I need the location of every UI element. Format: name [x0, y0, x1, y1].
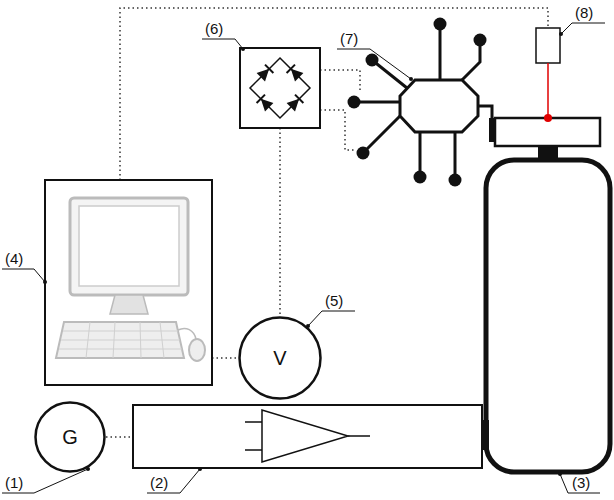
computer [110, 295, 148, 314]
amplifier [262, 410, 348, 462]
circuit-board [358, 101, 400, 104]
laser-sensor [536, 28, 560, 122]
vibration-container [538, 145, 558, 161]
callout-number: (5) [325, 292, 343, 309]
bridge-rectifier [295, 95, 303, 103]
amplifier [133, 405, 489, 468]
vibration-container [495, 118, 600, 146]
bridge-rectifier [257, 69, 270, 82]
circuit-board [414, 171, 427, 184]
laser-sensor [544, 114, 552, 122]
computer [45, 180, 212, 385]
leader-line [561, 23, 605, 34]
bridge-rectifier [265, 65, 273, 73]
signal-wire [212, 357, 238, 359]
computer [45, 180, 212, 385]
callout-number: (7) [340, 30, 358, 47]
circuit-board [439, 28, 442, 80]
leader-line [560, 474, 600, 493]
callout-number: (1) [5, 474, 23, 491]
bridge-rectifier [240, 48, 320, 128]
signal-wire [320, 70, 360, 90]
vibration-container [486, 160, 610, 472]
callout-number: (8) [575, 4, 593, 21]
computer [79, 206, 179, 286]
circuit-board [357, 147, 370, 160]
leader-dot [198, 467, 202, 471]
leader-line [2, 23, 605, 493]
circuit-board [348, 96, 361, 109]
leader-line [2, 469, 88, 493]
bridge-rectifier [287, 65, 295, 73]
circuit-board [366, 54, 379, 67]
computer [86, 322, 164, 358]
instrument-letter: G [62, 426, 78, 448]
laser-sensor [536, 28, 560, 63]
leader-line [308, 311, 355, 326]
circuit-board [454, 132, 457, 175]
bridge-rectifier [240, 48, 320, 128]
circuit-board [366, 116, 400, 150]
leader-line [202, 39, 243, 49]
meter-outline [240, 318, 321, 399]
leader-line [147, 469, 200, 493]
leader-dot [409, 77, 413, 81]
leader-line [337, 49, 411, 79]
circuit-board [372, 60, 407, 88]
bridge-rectifier [257, 95, 265, 103]
callout-number: (6) [205, 20, 223, 37]
callout-number: (4) [5, 250, 23, 267]
leader-dot [559, 32, 563, 36]
signal-wire [279, 128, 281, 316]
circuit-board [348, 18, 496, 187]
bridge-rectifier [291, 69, 304, 82]
signal-wire [120, 8, 548, 180]
callout-number: (2) [150, 474, 168, 491]
circuit-board [348, 18, 487, 187]
leader-dot [558, 472, 562, 476]
amplifier [245, 422, 370, 450]
meter-outline [36, 403, 105, 472]
signal-wire [320, 110, 355, 150]
computer [59, 331, 182, 349]
computer [70, 198, 188, 295]
bridge-rectifier [261, 99, 274, 112]
computer [56, 322, 184, 358]
leader-dot [43, 280, 47, 284]
circuit-board [474, 34, 487, 47]
circuit-board [462, 44, 480, 80]
circuit-board [449, 174, 462, 187]
circuit-board [400, 80, 478, 132]
bridge-rectifier [287, 99, 300, 112]
leader-dot [241, 47, 245, 51]
instrument-letter: V [273, 347, 286, 369]
leader-line [2, 269, 45, 282]
circuit-board [358, 28, 492, 175]
circuit-board [419, 132, 422, 172]
circuit-board [434, 18, 447, 31]
meter-circle: G [34, 401, 106, 473]
meter-circle: V [238, 316, 322, 400]
signal-wire [106, 436, 133, 438]
computer [189, 339, 205, 361]
circuit-board [478, 106, 492, 120]
amplifier [482, 420, 489, 450]
laser-sensor [547, 63, 549, 116]
bridge-rectifier [250, 58, 310, 118]
vibration-container [486, 118, 610, 472]
computer [178, 328, 196, 339]
leader-dot [43, 32, 563, 476]
callout-number: (3) [572, 474, 590, 491]
amplifier [133, 405, 482, 468]
